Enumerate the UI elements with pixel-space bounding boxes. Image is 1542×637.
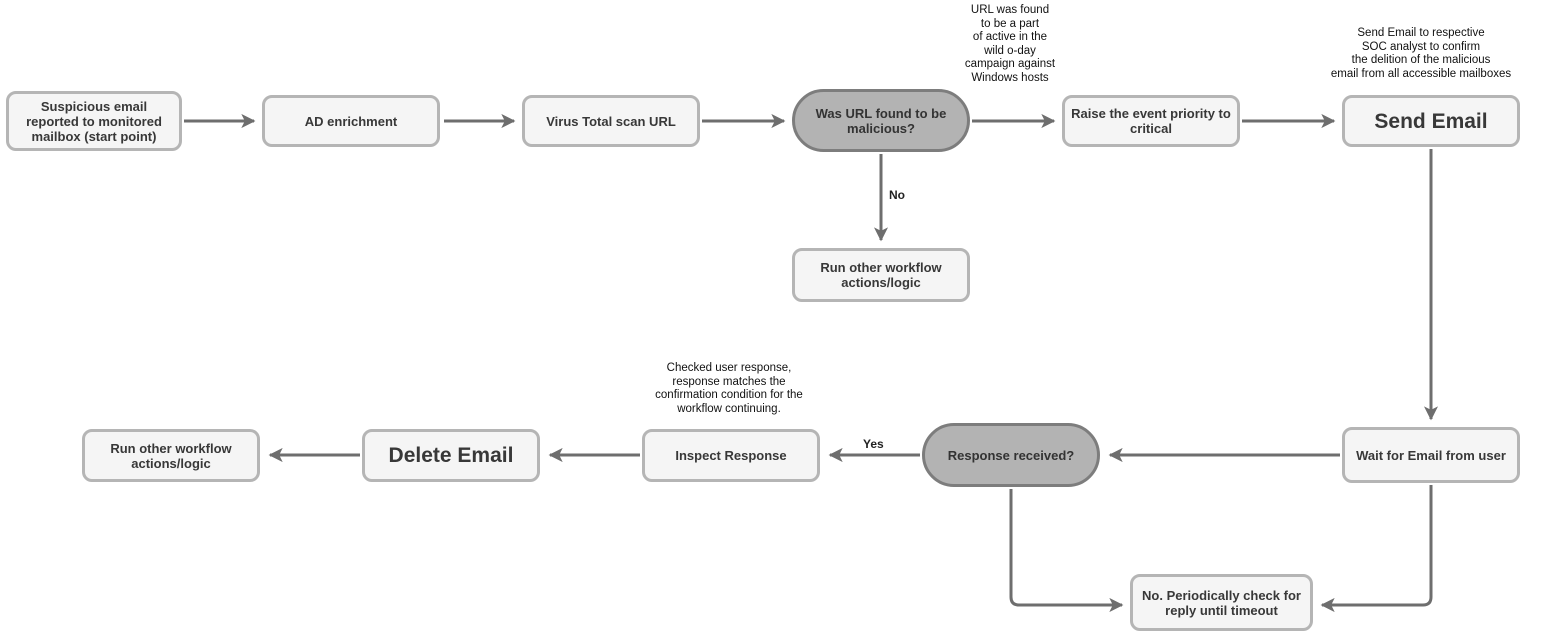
node-run-other-workflow-top[interactable]: Run other workflow actions/logic bbox=[792, 248, 970, 302]
node-send-email[interactable]: Send Email bbox=[1342, 95, 1520, 147]
node-virustotal-scan[interactable]: Virus Total scan URL bbox=[522, 95, 700, 147]
decision-url-malicious[interactable]: Was URL found to be malicious? bbox=[792, 89, 970, 152]
annotation-send-email: Send Email to respective SOC analyst to … bbox=[1330, 27, 1512, 80]
node-run-other-workflow-bottom[interactable]: Run other workflow actions/logic bbox=[82, 429, 260, 482]
node-raise-priority[interactable]: Raise the event priority to critical bbox=[1062, 95, 1240, 147]
node-ad-enrichment[interactable]: AD enrichment bbox=[262, 95, 440, 147]
node-wait-for-email[interactable]: Wait for Email from user bbox=[1342, 427, 1520, 483]
decision-response-received[interactable]: Response received? bbox=[922, 423, 1100, 487]
node-delete-email[interactable]: Delete Email bbox=[362, 429, 540, 482]
edge-response-no-to-periodic bbox=[1009, 489, 1124, 613]
edge-wait-to-periodic bbox=[1320, 485, 1433, 613]
edge-label-no: No bbox=[889, 188, 905, 202]
edge-label-yes: Yes bbox=[863, 437, 884, 451]
node-inspect-response[interactable]: Inspect Response bbox=[642, 429, 820, 482]
node-periodic-check[interactable]: No. Periodically check for reply until t… bbox=[1130, 574, 1313, 631]
node-start-suspicious-email[interactable]: Suspicious email reported to monitored m… bbox=[6, 91, 182, 151]
annotation-inspect-response: Checked user response, response matches … bbox=[655, 362, 803, 415]
annotation-url-campaign: URL was found to be a part of active in … bbox=[964, 4, 1056, 84]
